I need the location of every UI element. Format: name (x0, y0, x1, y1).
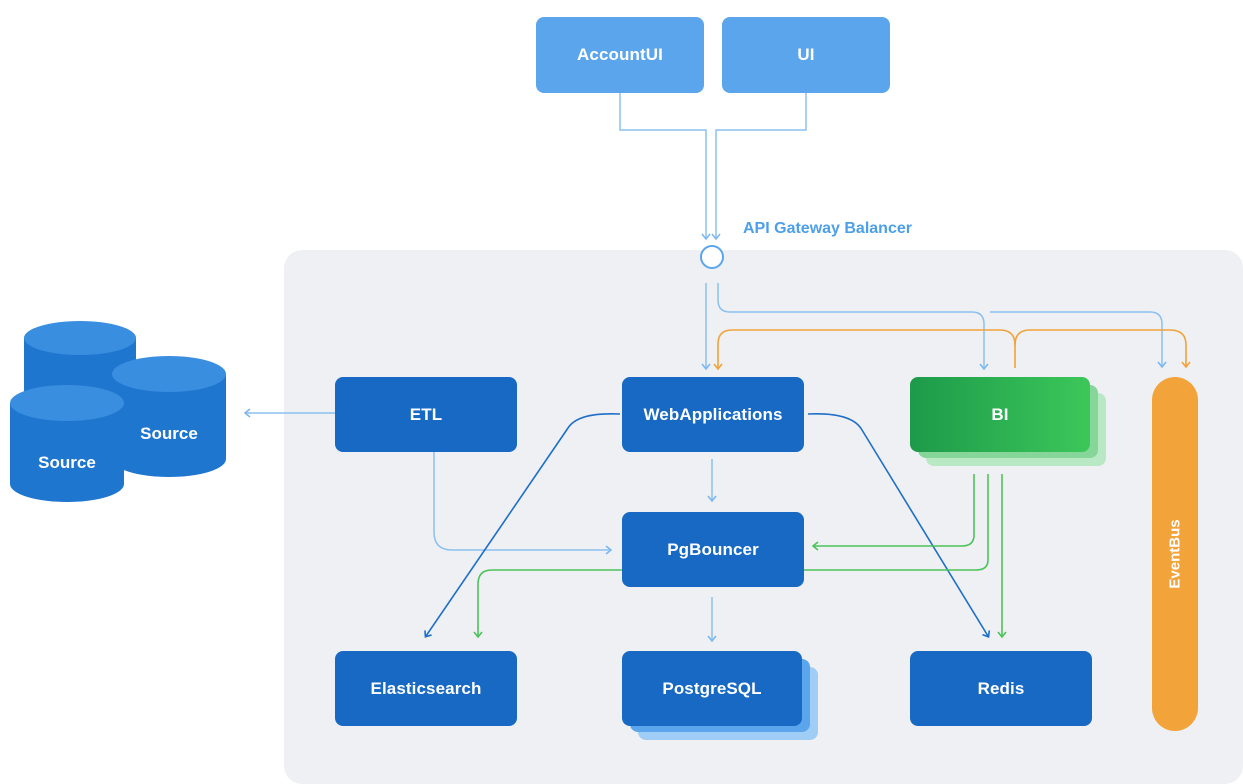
etl-to-pgbouncer-line (433, 452, 613, 555)
elasticsearch-box: Elasticsearch (335, 651, 517, 726)
eventbus-label: EventBus (1166, 519, 1184, 589)
bi-to-pgbouncer-line (811, 474, 975, 551)
pgbouncer-box: PgBouncer (622, 512, 804, 587)
ui-label: UI (797, 45, 815, 64)
database-icon-right (112, 356, 226, 477)
gateway-label: API Gateway Balancer (743, 220, 912, 237)
database-icon-left (10, 385, 124, 502)
ui-to-gateway-line (711, 93, 807, 241)
etl-label: ETL (409, 404, 443, 424)
bi-label: BI (991, 404, 1009, 424)
gateway-to-eventbus-line (990, 311, 1167, 369)
bi-to-eventbus-line (1014, 329, 1191, 369)
postgresql-box: PostgreSQL (622, 651, 802, 726)
webapplications-label: WebApplications (643, 404, 783, 424)
etl-box: ETL (335, 377, 517, 452)
eventbus-to-webapps-line (713, 329, 1016, 371)
source-label-left: Source (38, 453, 96, 472)
webapplications-box: WebApplications (622, 377, 804, 452)
postgresql-label: PostgreSQL (662, 678, 762, 698)
accountui-label: AccountUI (577, 45, 663, 64)
bi-box: BI (910, 377, 1090, 452)
webapps-to-redis-line (807, 413, 991, 638)
redis-box: Redis (910, 651, 1092, 726)
redis-label: Redis (977, 678, 1025, 698)
elasticsearch-label: Elasticsearch (370, 678, 482, 698)
accountui-box: AccountUI (536, 17, 704, 93)
eventbus-bar (1152, 377, 1198, 731)
webapps-to-elasticsearch-line (424, 412, 621, 638)
source-label-right: Source (140, 424, 198, 443)
gateway-node (700, 245, 724, 269)
ui-box: UI (722, 17, 890, 93)
gateway-to-bi-line (717, 283, 989, 371)
pgbouncer-label: PgBouncer (667, 539, 759, 559)
accountui-to-gateway-line (619, 93, 711, 241)
